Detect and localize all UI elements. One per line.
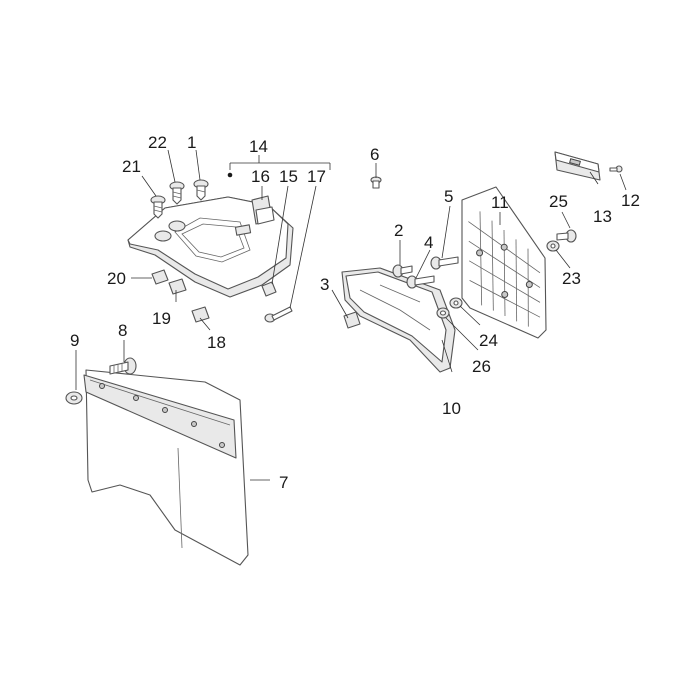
screw-22 (169, 181, 185, 205)
nut-20 (151, 269, 169, 285)
callout-3: 3 (320, 275, 329, 294)
bracket-grid-line (479, 211, 483, 306)
spacer-26 (436, 307, 450, 319)
plate-bracket-11 (461, 186, 547, 339)
callout-4: 4 (424, 233, 433, 252)
bracket-grid-line (468, 260, 541, 303)
callout-12: 12 (621, 191, 640, 210)
screw-2 (392, 264, 413, 278)
bracket-grid-line (515, 239, 518, 322)
callout-14: 14 (249, 137, 268, 156)
screw-6 (370, 176, 382, 189)
callout-25: 25 (549, 192, 568, 211)
plate-holder-10 (341, 267, 456, 373)
callout-labels: 1 2 3 4 5 6 7 8 9 10 11 12 13 14 15 16 1… (70, 133, 640, 492)
bracket-hole (501, 291, 509, 298)
nut-18 (191, 306, 210, 323)
bolt-25 (556, 229, 577, 243)
callout-22: 22 (148, 133, 167, 152)
screw-12 (609, 165, 623, 173)
bolt-8 (109, 357, 137, 375)
callout-18: 18 (207, 333, 226, 352)
tray-cover-part (127, 196, 294, 298)
bolt-5 (430, 256, 459, 270)
mudflap-7 (83, 369, 249, 566)
callout-6: 6 (370, 145, 379, 164)
washer-24 (449, 297, 463, 309)
reference-dot (227, 172, 233, 178)
callout-23: 23 (562, 269, 581, 288)
bracket-hole (476, 249, 484, 257)
clip-15 (261, 281, 277, 297)
callout-24: 24 (479, 331, 498, 350)
callout-26: 26 (472, 357, 491, 376)
callout-8: 8 (118, 321, 127, 340)
bracket-hole (500, 243, 508, 251)
callout-5: 5 (444, 187, 453, 206)
screw-21 (150, 195, 166, 219)
bracket-hole (525, 281, 533, 289)
callout-15: 15 (279, 167, 298, 186)
callout-2: 2 (394, 221, 403, 240)
bolt-4 (406, 275, 435, 289)
callout-21: 21 (122, 157, 141, 176)
leader-lines (75, 149, 627, 481)
callout-7: 7 (279, 473, 288, 492)
callout-1: 1 (187, 133, 196, 152)
washer-9 (65, 391, 83, 405)
nut-19 (168, 278, 187, 295)
nut-3 (343, 311, 361, 329)
callout-11: 11 (491, 193, 509, 212)
callout-10: 10 (442, 399, 461, 418)
callout-20: 20 (107, 269, 126, 288)
washer-23 (546, 240, 560, 252)
callout-9: 9 (70, 331, 79, 350)
callout-13: 13 (593, 207, 612, 226)
callout-17: 17 (307, 167, 326, 186)
callout-19: 19 (152, 309, 171, 328)
bracket-grid-line (468, 240, 541, 288)
rivet-17 (264, 306, 293, 323)
bracket-grid-line (469, 280, 541, 318)
bracket-grid-line (491, 220, 494, 311)
screw-1 (193, 179, 209, 201)
reflector-13 (554, 151, 601, 181)
clip-16 (251, 195, 275, 225)
callout-16: 16 (251, 167, 270, 186)
